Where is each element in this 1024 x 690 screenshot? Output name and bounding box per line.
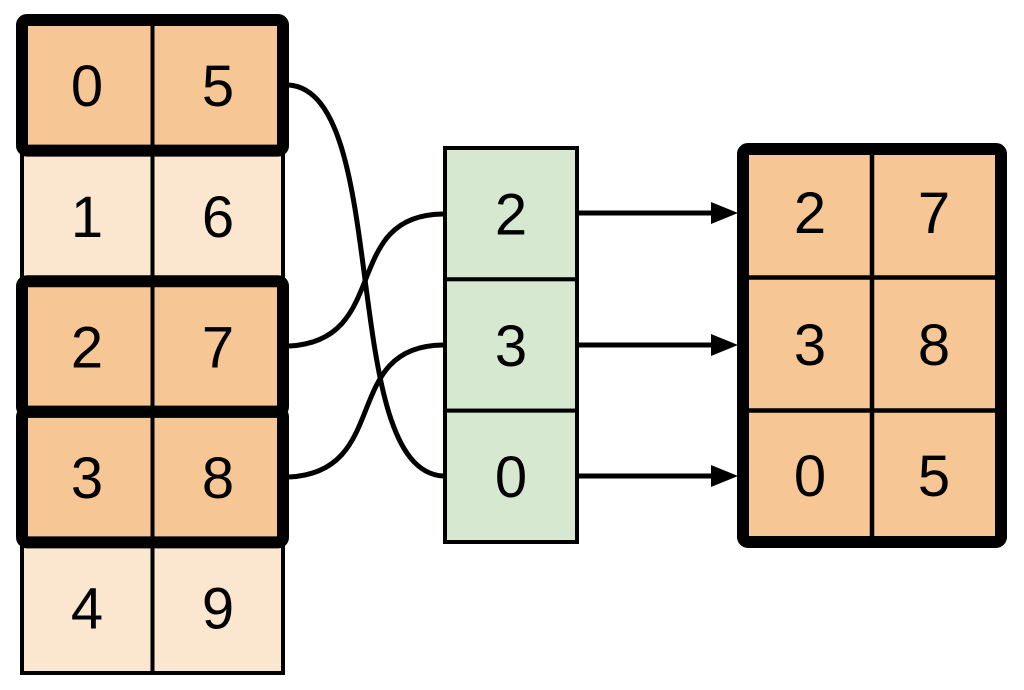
output-value-r0c0: 2 — [794, 181, 826, 246]
output-value-r0c1: 7 — [918, 181, 950, 246]
index-value-2: 0 — [495, 445, 527, 510]
source-row3-highlight-border — [16, 405, 289, 549]
highlight-outlines — [16, 14, 1007, 549]
source-value-r2c0: 2 — [71, 315, 103, 380]
arrow-head-2 — [711, 465, 738, 487]
output-value-r1c1: 8 — [918, 313, 950, 378]
connector-curves — [288, 82, 444, 480]
curve-row3-to-index3 — [288, 342, 444, 480]
output-value-r1c0: 3 — [794, 313, 826, 378]
arrow-head-0 — [711, 202, 738, 224]
source-cell-r0c1 — [150, 18, 285, 153]
source-cell-r4c1 — [150, 540, 285, 676]
index-column — [443, 146, 579, 544]
curve-row2-to-index2 — [288, 211, 444, 349]
source-value-r3c1: 8 — [202, 446, 234, 511]
source-value-r1c1: 6 — [202, 185, 234, 250]
source-cell-r1c1 — [150, 148, 285, 284]
source-value-r3c0: 3 — [71, 446, 103, 511]
source-cell-r2c1 — [150, 279, 285, 414]
source-value-r4c1: 9 — [202, 577, 234, 642]
source-cell-r4c0 — [20, 540, 155, 676]
output-value-r2c1: 5 — [918, 444, 950, 509]
index-cell-1 — [443, 277, 579, 413]
source-value-r0c0: 0 — [71, 54, 103, 119]
source-value-r4c0: 4 — [71, 577, 103, 642]
source-table — [20, 18, 285, 676]
arrow-head-1 — [711, 334, 738, 356]
source-row0-highlight-border — [16, 14, 289, 157]
source-value-r2c1: 7 — [202, 315, 234, 380]
source-value-r0c1: 5 — [202, 54, 234, 119]
cell-values: 0 5 1 6 2 7 3 8 4 9 2 3 0 2 7 3 8 0 5 — [71, 54, 950, 641]
output-table-border — [737, 143, 1007, 548]
output-table — [743, 149, 1001, 542]
index-cell-0 — [443, 146, 579, 282]
index-value-1: 3 — [495, 314, 527, 379]
index-value-0: 2 — [495, 183, 527, 248]
source-cell-r3c1 — [150, 409, 285, 545]
source-value-r1c0: 1 — [71, 185, 103, 250]
index-cell-2 — [443, 408, 579, 544]
output-value-r2c0: 0 — [794, 444, 826, 509]
index-to-output-arrows — [579, 202, 738, 487]
